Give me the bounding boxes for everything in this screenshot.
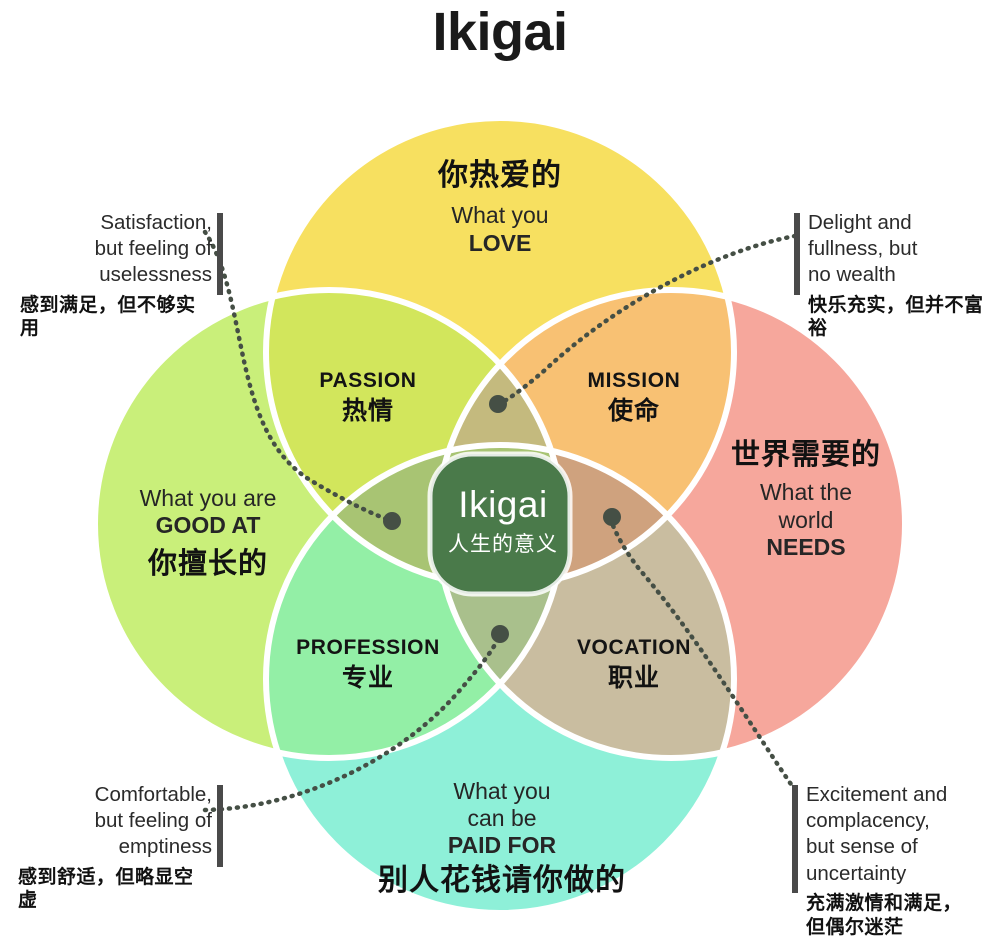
needs-label-en-line2: world (778, 506, 834, 533)
endpoint-vocation (603, 508, 621, 526)
connector-endpoints (383, 395, 621, 643)
callout-bottom-left-cn: 感到舒适，但略显空虚 (18, 866, 194, 912)
vocation-label-en: VOCATION (576, 636, 692, 659)
paid-label-en-line3: PAID FOR (447, 832, 557, 859)
circle-label-paid: What you can be PAID FOR 别人花钱请你做的 (372, 778, 632, 900)
callout-bottom-right: Excitement and complacency, but sense of… (792, 782, 998, 939)
callout-bar (792, 785, 798, 893)
passion-label-cn: 热情 (341, 396, 394, 425)
passion-label-en: PASSION (319, 369, 417, 392)
goodat-label-en: What you are GOOD AT (100, 485, 316, 539)
needs-label-en: What the world NEEDS (700, 479, 912, 560)
needs-label-en-line1: What the (759, 479, 853, 506)
callout-bottom-left-en: Comfortable, but feeling of emptiness (94, 783, 212, 859)
endpoint-passion (489, 395, 507, 413)
callout-bar (217, 785, 223, 867)
overlap-label-mission: MISSION 使命 (534, 368, 734, 426)
needs-label-cn: 世界需要的 (730, 439, 881, 471)
needs-label-en-line3: NEEDS (766, 533, 846, 560)
love-label-en-line1: What you (451, 201, 549, 228)
love-label-en: What you LOVE (370, 201, 630, 257)
paid-label-en-line1: What you (453, 778, 551, 804)
overlap-label-passion: PASSION 热情 (268, 368, 468, 426)
goodat-label-en-line1: What you are (139, 485, 277, 511)
page-title: Ikigai (432, 2, 568, 62)
love-label-cn: 你热爱的 (438, 159, 562, 192)
endpoint-paid-core (491, 625, 509, 643)
ikigai-center-label: Ikigai 人生的意义 (423, 484, 583, 558)
connector-lines (202, 229, 798, 813)
love-label-en-line2: LOVE (468, 229, 532, 256)
callout-bottom-right-en: Excitement and complacency, but sense of… (806, 783, 948, 885)
endpoint-profession (383, 512, 401, 530)
circle-label-love: 你热爱的 What you LOVE (370, 158, 630, 257)
callout-top-right-cn: 快乐充实，但并不富裕 (808, 294, 984, 340)
callout-bottom-left: Comfortable, but feeling of emptiness 感到… (18, 782, 223, 913)
callout-bar (794, 213, 800, 295)
vocation-label-cn: 职业 (607, 663, 660, 692)
goodat-label-cn: 你擅长的 (147, 548, 268, 581)
profession-label-cn: 专业 (341, 663, 394, 692)
mission-label-cn: 使命 (607, 396, 660, 425)
callout-top-right: Delight and fullness, but no wealth 快乐充实… (794, 210, 998, 341)
goodat-label-en-line2: GOOD AT (155, 512, 261, 539)
ikigai-center-en: Ikigai (458, 484, 548, 525)
circle-label-needs: 世界需要的 What the world NEEDS (700, 438, 912, 561)
callout-top-left: Satisfaction, but feeling of uselessness… (20, 210, 223, 341)
overlap-vocation (437, 445, 734, 758)
overlap-label-profession: PROFESSION 专业 (268, 635, 468, 693)
connector-top-right (495, 233, 798, 407)
callout-bar (217, 213, 223, 295)
ikigai-core-shape (427, 451, 573, 597)
mission-label-en: MISSION (587, 369, 681, 392)
overlap-label-vocation: VOCATION 职业 (534, 635, 734, 693)
connector-top-left (202, 229, 395, 524)
connector-bottom-left (202, 631, 503, 813)
circle-label-good-at: What you are GOOD AT 你擅长的 (100, 485, 316, 583)
ikigai-center-cn: 人生的意义 (448, 532, 558, 556)
callout-top-right-en: Delight and fullness, but no wealth (808, 211, 918, 287)
venn-overlap-regions (266, 290, 734, 758)
overlap-profession (266, 445, 563, 758)
callout-top-left-cn: 感到满足，但不够实用 (20, 294, 196, 340)
callout-top-left-en: Satisfaction, but feeling of uselessness (94, 211, 212, 287)
paid-label-cn: 别人花钱请你做的 (378, 864, 626, 898)
paid-label-en-line2: can be (467, 805, 537, 832)
callout-bottom-right-cn: 充满激情和满足， 但偶尔迷茫 (806, 892, 963, 938)
paid-label-en: What you can be PAID FOR (372, 778, 632, 859)
profession-label-en: PROFESSION (296, 636, 440, 659)
connector-bottom-right (607, 515, 798, 793)
